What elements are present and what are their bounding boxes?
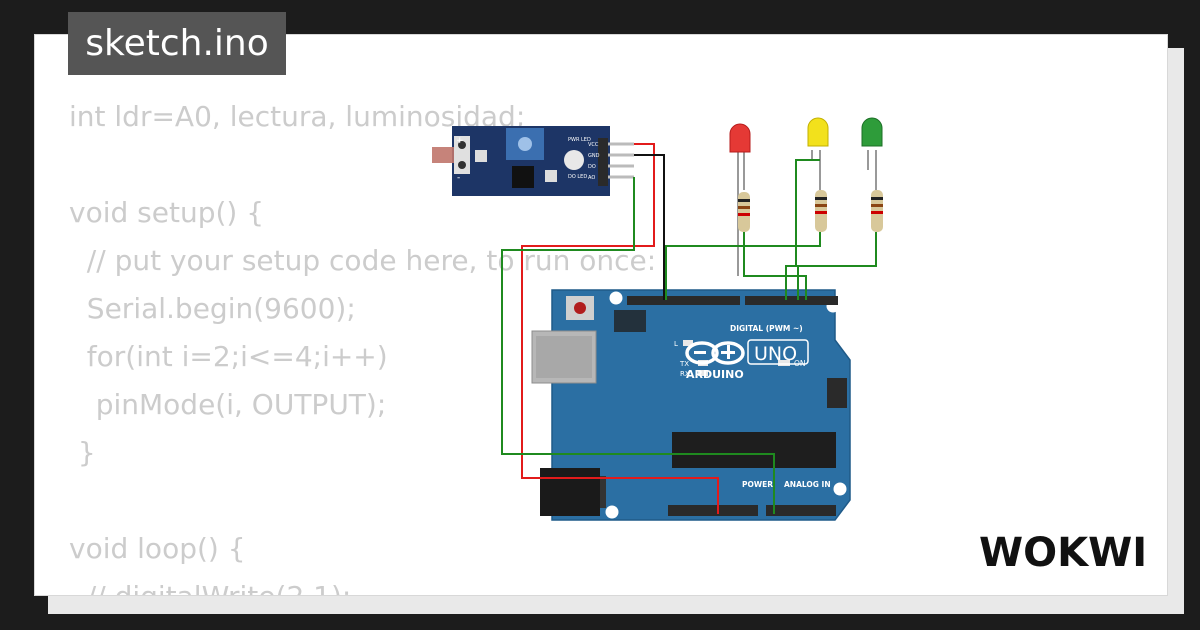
pin-gnd: GND [588,153,600,159]
wokwi-logo[interactable]: WOKWI [975,524,1151,578]
code-preview: int ldr=A0, lectura, luminosidad; void se… [69,93,656,595]
arduino-brand: ARDUINO [686,368,744,381]
wokwi-logo-text: WOKWI [979,530,1147,576]
arduino-logo-icon [685,341,745,365]
led-green[interactable] [861,117,883,232]
do-led-label: DO LED [568,174,587,180]
led-yellow[interactable] [807,117,829,232]
code-line: pinMode(i, OUTPUT); [69,388,387,421]
code-line: } [69,436,96,469]
code-line: void loop() { [69,532,246,565]
pin-ao: AO [588,175,595,181]
code-line: // digitalWrite(2,1); [69,573,656,595]
analog-label: ANALOG IN [784,480,831,489]
l-led-label: L [674,340,678,348]
code-line: void setup() { [69,196,265,229]
ldr-minus-label: - [457,173,460,183]
code-line: int ldr=A0, lectura, luminosidad; [69,100,526,133]
code-line: for(int i=2;i<=4;i++) [69,340,388,373]
pin-do: DO [588,164,596,170]
arduino-uno-board[interactable]: DIGITAL (PWM ~) ON L TX RX ARDUINO UNO P… [531,289,851,521]
wires [501,143,877,514]
file-tab[interactable]: sketch.ino [68,12,286,75]
rx-label: RX [680,370,690,378]
led-red[interactable] [729,123,751,276]
tx-label: TX [679,360,689,368]
digital-label: DIGITAL (PWM ~) [730,324,803,333]
power-label: POWER [742,480,773,489]
ldr-plus-label: + [456,136,464,146]
pwr-led-label: PWR LED [568,137,591,143]
ldr-sensor-module[interactable]: + - PWR LED DO LED VCC GND DO AO [432,126,634,196]
code-line: Serial.begin(9600); [69,292,356,325]
board-model: UNO [754,343,797,365]
pin-vcc: VCC [588,142,599,148]
